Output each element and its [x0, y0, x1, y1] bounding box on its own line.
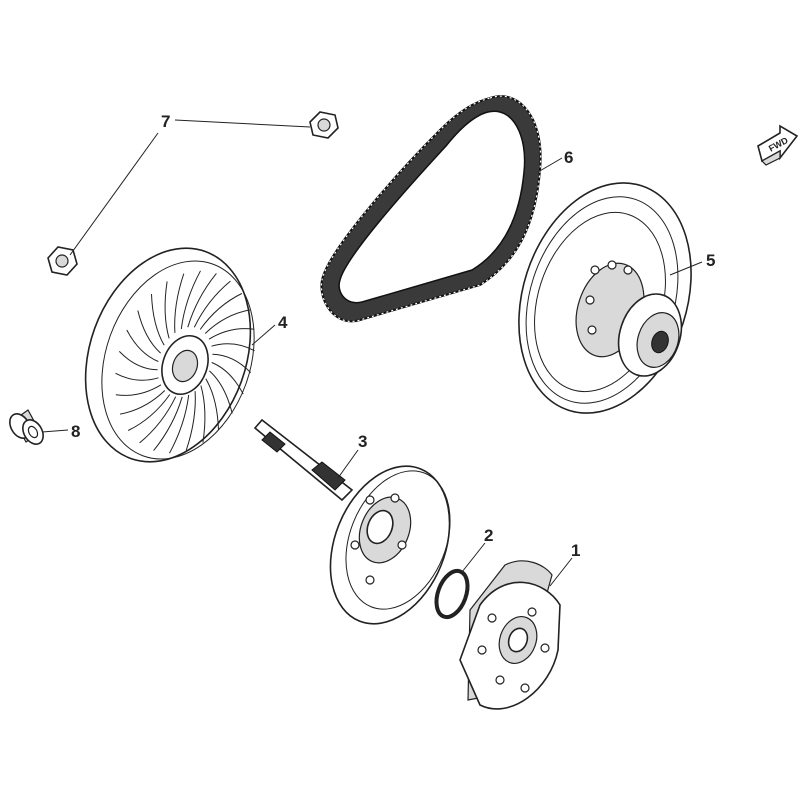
fan-blade	[115, 384, 162, 396]
nut-lower	[47, 246, 78, 276]
fan-blade	[151, 293, 165, 346]
fan-blade	[139, 396, 177, 444]
leader-line-4	[251, 324, 276, 346]
fan-blade	[127, 394, 171, 431]
callout-2: 2	[484, 526, 493, 545]
fan-blade	[185, 391, 196, 451]
leader-line-5	[669, 261, 703, 276]
driven-pulley	[518, 182, 692, 414]
leader-line-6	[537, 157, 563, 173]
fan-blade	[208, 328, 255, 340]
fan-blade	[153, 396, 183, 451]
fan-blade	[120, 390, 166, 415]
fan-blade	[204, 309, 250, 334]
callout-1: 1	[571, 541, 580, 560]
callout-4: 4	[278, 313, 288, 332]
drive-pulley-fan	[84, 247, 255, 463]
leader-line-8	[41, 429, 69, 433]
leader-line-1	[549, 557, 573, 587]
fan-blade	[200, 385, 206, 443]
fan-blade	[164, 281, 170, 339]
clutch-drum-with-shaft	[253, 418, 451, 625]
leader-line-2	[461, 542, 486, 573]
fan-blade	[169, 394, 190, 454]
fan-blade	[211, 343, 255, 352]
fan-blade	[211, 362, 244, 395]
bushing	[9, 409, 44, 445]
leader-line-3	[337, 449, 359, 479]
drive-belt	[320, 95, 542, 323]
leader-line-7b	[69, 132, 159, 256]
fwd-arrow-icon: FWD	[757, 124, 799, 166]
fan-blade	[199, 293, 243, 330]
fan-blade	[193, 280, 231, 328]
callout-5: 5	[706, 251, 715, 270]
leader-line-7a	[174, 119, 311, 128]
callout-8: 8	[71, 422, 80, 441]
callout-7: 7	[161, 112, 170, 131]
fan-blades	[115, 270, 255, 454]
snap-ring	[434, 568, 470, 620]
fan-blade	[137, 310, 161, 354]
fan-blade	[209, 370, 233, 414]
fan-blade	[126, 329, 159, 362]
fan-blade	[118, 351, 158, 371]
callout-6: 6	[564, 148, 573, 167]
fan-blade	[187, 273, 217, 328]
leader-lines	[41, 119, 703, 587]
fan-blade	[205, 378, 219, 431]
fan-blade	[212, 353, 252, 373]
clutch-shoe-assembly	[459, 560, 561, 710]
fan-blade	[180, 270, 201, 330]
callouts: 1 2 3 4 5 6 7 8	[71, 112, 715, 560]
callout-3: 3	[358, 432, 367, 451]
nut-upper	[309, 111, 339, 139]
fan-blade	[115, 372, 159, 381]
fan-blade	[174, 273, 185, 333]
